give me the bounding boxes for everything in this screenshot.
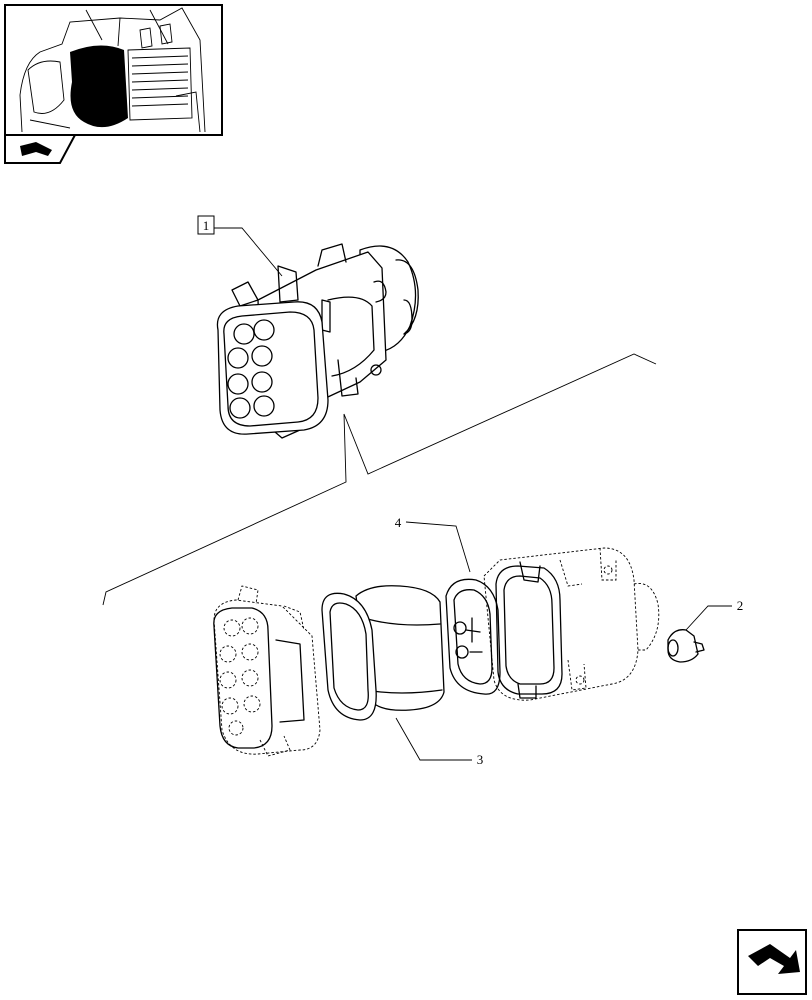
book-arrow-icon: [4, 134, 77, 164]
contact-housing: [213, 585, 321, 757]
plug-part-2: [667, 629, 705, 663]
callout-part-2: 2: [685, 598, 744, 631]
next-page-arrow-icon[interactable]: [737, 929, 807, 995]
callout-label-3: 3: [477, 752, 484, 767]
callout-label-2: 2: [737, 598, 744, 613]
callout-part-3: 3: [395, 717, 484, 767]
callout-part-1: 1: [197, 215, 283, 277]
assembled-connector-part-1: [216, 243, 419, 439]
callout-label-1: 1: [203, 218, 210, 233]
seal-sleeve-part-3: [321, 585, 445, 721]
explosion-guide-line: [102, 353, 657, 606]
interface-seal-part-4: [445, 578, 501, 695]
callout-label-4: 4: [395, 515, 402, 530]
machine-location-thumbnail[interactable]: [4, 4, 223, 164]
receptacle-housing: [483, 547, 660, 701]
callout-part-4: 4: [395, 515, 471, 573]
